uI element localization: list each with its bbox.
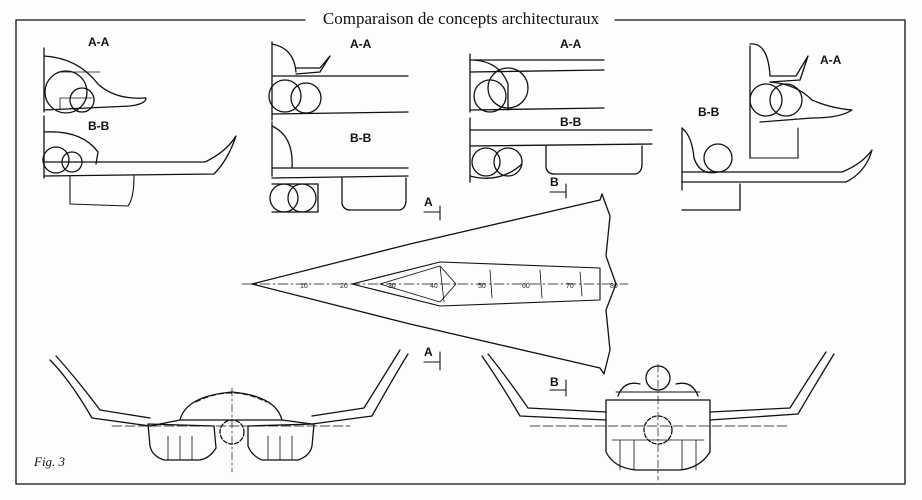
station-label: 70	[566, 283, 574, 290]
section-marker-b-bottom: B	[549, 375, 567, 397]
front-left-intake-right	[247, 423, 315, 461]
section-marker-b-top: B	[549, 175, 567, 199]
front-view-left	[49, 349, 409, 473]
plan-view: 10 20 30 40 50 60 70 80	[241, 193, 629, 375]
label-b-b-3: B-B	[560, 115, 582, 129]
label-a-a-1: A-A	[88, 35, 110, 49]
station-label: 80	[610, 283, 618, 290]
station-label: 50	[478, 283, 486, 290]
marker-label-a: A	[424, 345, 433, 359]
label-a-a-3: A-A	[560, 37, 582, 51]
section-set-3: A-A B-B	[469, 37, 653, 183]
front-view-right	[481, 351, 835, 481]
diagram-title: Comparaison de concepts architecturaux	[0, 9, 922, 29]
figure-label: Fig. 3	[34, 454, 66, 469]
label-a-a-2: A-A	[350, 37, 372, 51]
front-right-fuselage	[605, 399, 711, 471]
section-marker-a-bottom: A	[423, 345, 441, 371]
section-b-b-3: B-B	[469, 115, 653, 183]
marker-label-b: B	[550, 175, 559, 189]
front-left-canopy	[179, 391, 283, 421]
frame-border	[15, 19, 906, 485]
section-a-a-3: A-A	[469, 37, 605, 113]
section-set-1: A-A B-B	[42, 35, 237, 207]
label-b-b-2: B-B	[350, 131, 372, 145]
station-label: 10	[300, 283, 308, 290]
label-b-b-1: B-B	[88, 119, 110, 133]
label-b-b-4: B-B	[698, 105, 720, 119]
label-a-a-4: A-A	[820, 53, 842, 67]
station-label: 60	[522, 283, 530, 290]
section-b-b-1: B-B	[42, 115, 237, 207]
station-label: 20	[340, 283, 348, 290]
section-a-a-4: A-A	[749, 43, 853, 159]
section-b-b-4: B-B	[681, 105, 873, 211]
plan-fuselage	[351, 261, 601, 307]
section-b-b-2: B-B	[269, 121, 409, 213]
station-label: 30	[388, 283, 396, 290]
station-label: 40	[430, 283, 438, 290]
marker-label-a: A	[424, 195, 433, 209]
section-a-a-2: A-A	[268, 37, 409, 121]
section-a-a-1: A-A	[43, 35, 147, 114]
section-set-2: A-A B-B	[268, 37, 409, 213]
section-set-4: A-A B-B	[681, 43, 873, 211]
marker-label-b: B	[550, 375, 559, 389]
section-marker-a-top: A	[423, 195, 441, 221]
front-left-intake-left	[147, 423, 217, 461]
